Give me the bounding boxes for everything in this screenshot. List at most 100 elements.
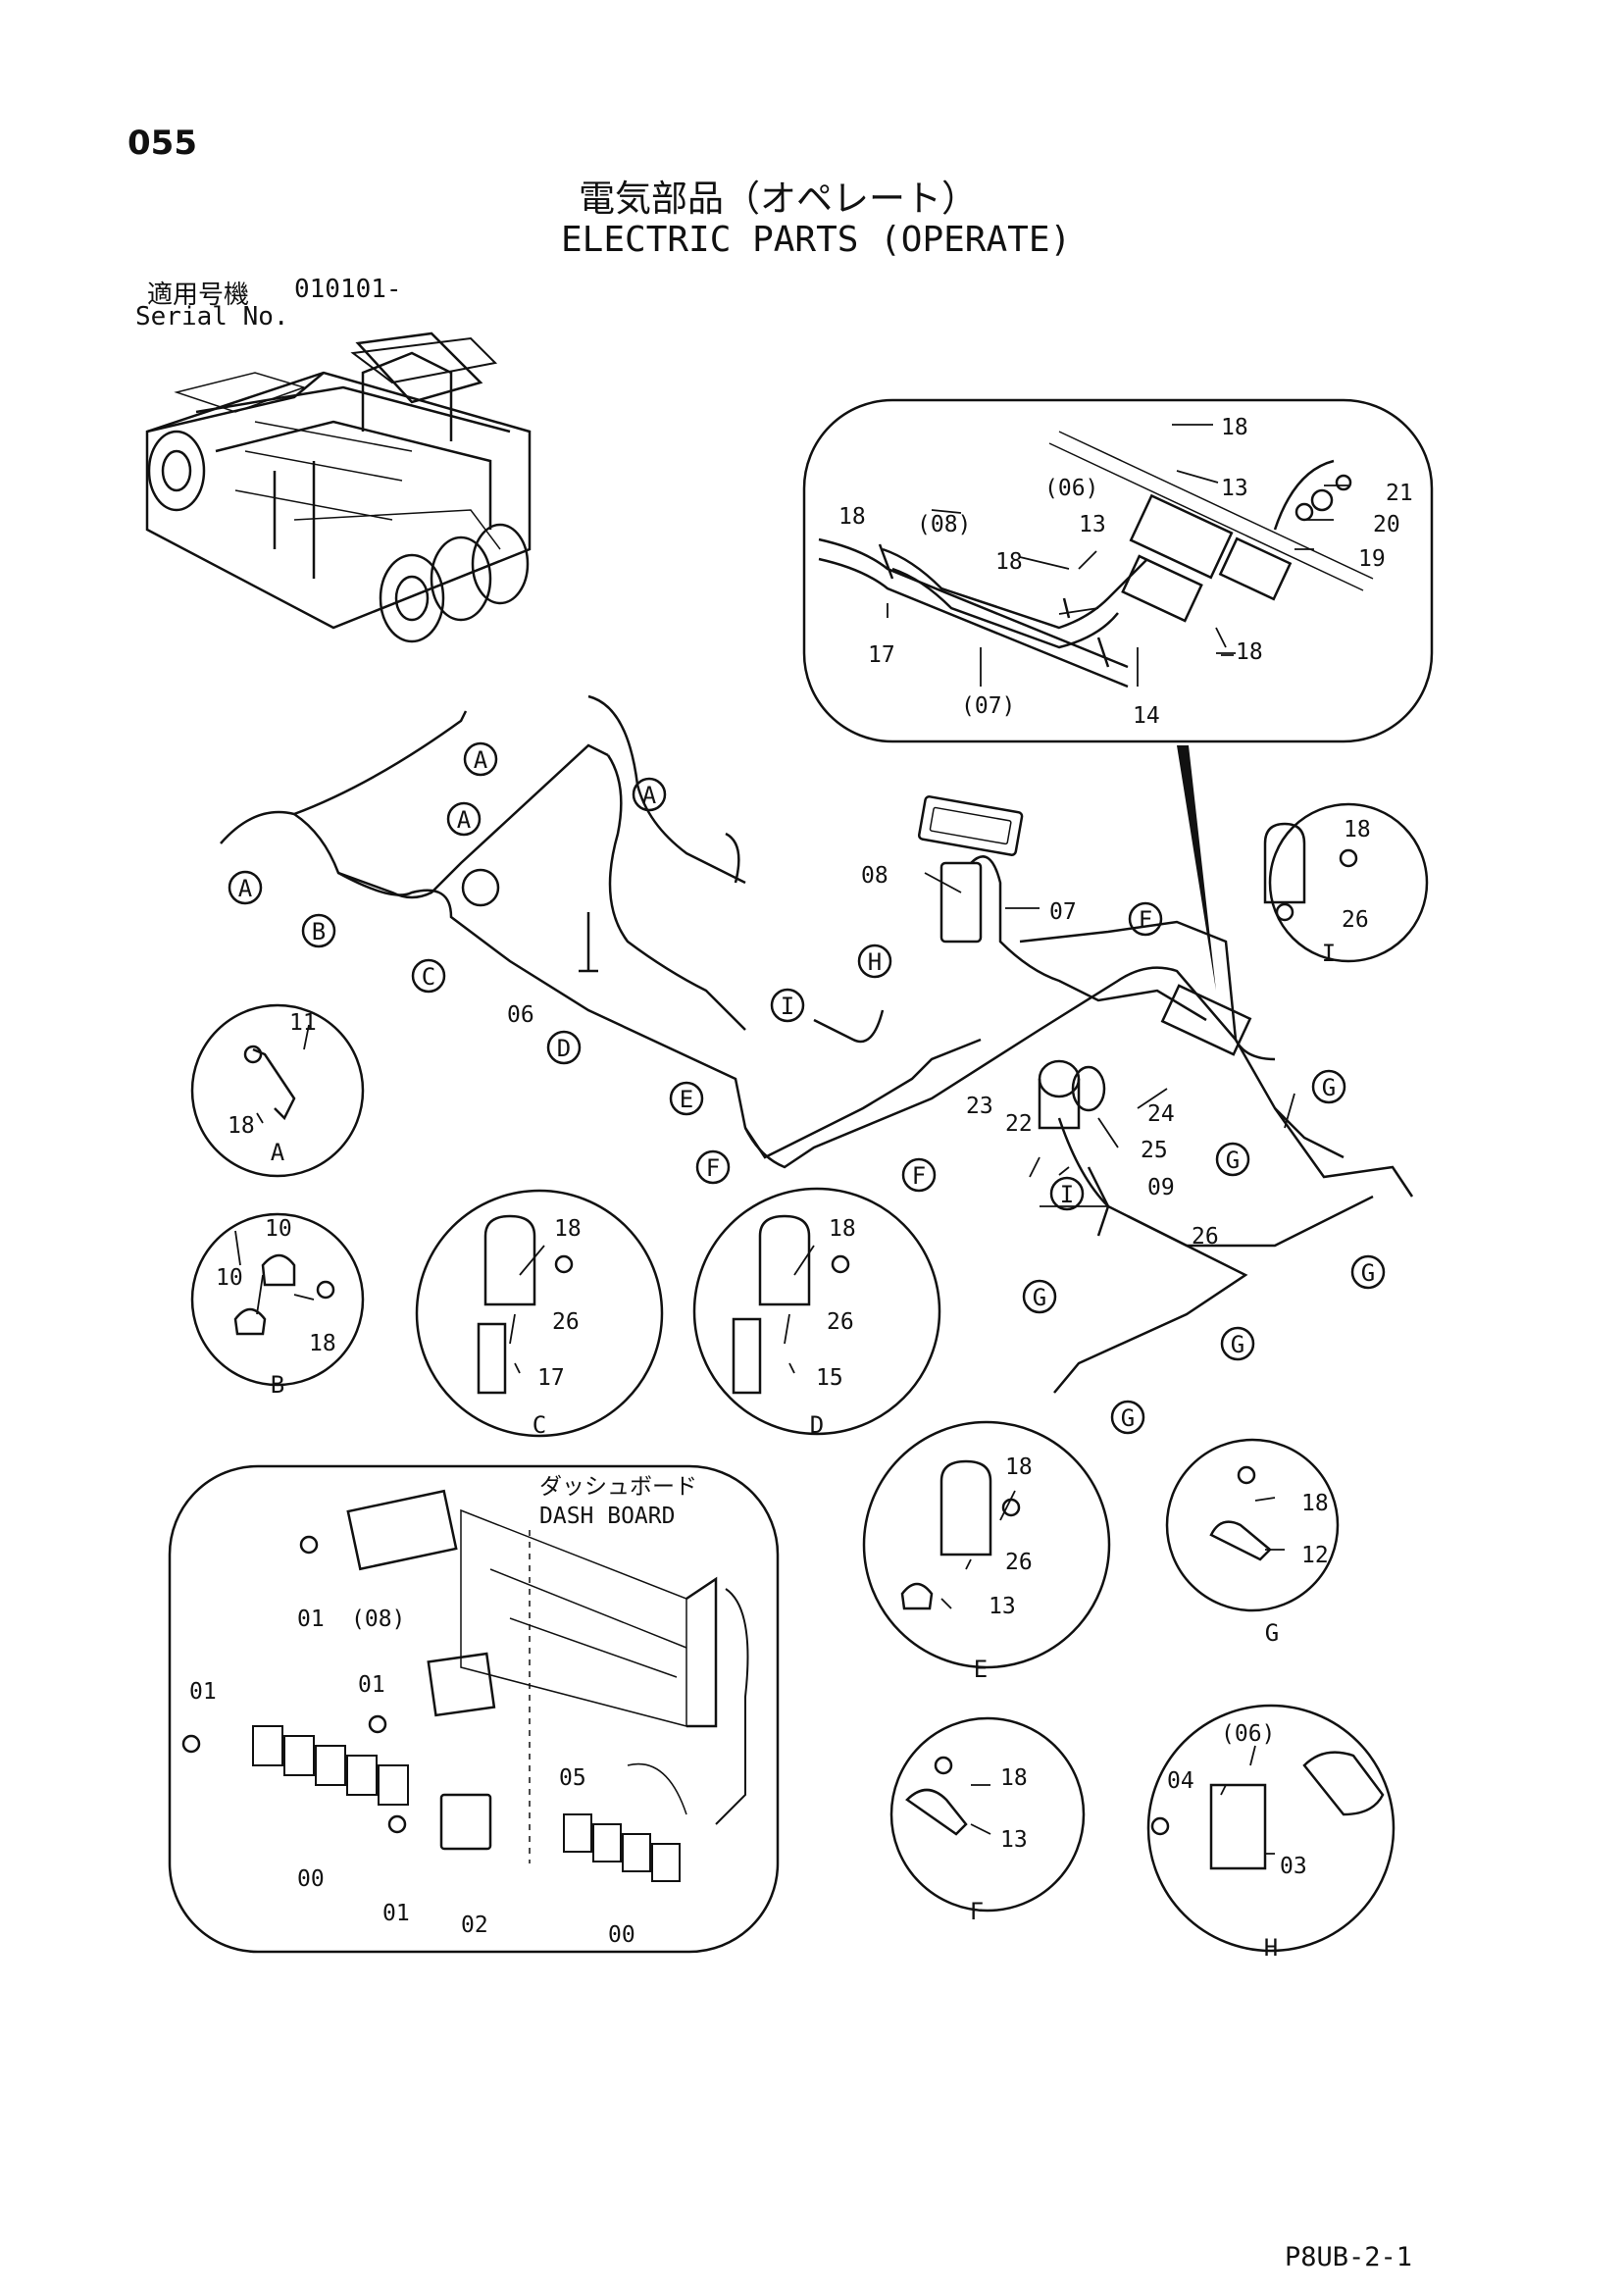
callout-01-top: 01: [297, 1607, 325, 1632]
callout-12: 12: [1301, 1543, 1329, 1568]
footer-code: P8UB-2-1: [1285, 2242, 1413, 2272]
callout-17-C: 17: [537, 1365, 565, 1391]
callout-18-E: 18: [1005, 1454, 1033, 1480]
ref-D: D: [557, 1035, 571, 1062]
serial-number-value: 010101-: [294, 275, 402, 304]
detail-circles: [190, 802, 1429, 1953]
callout-10-left: 10: [216, 1265, 243, 1291]
callout-08: 08: [861, 863, 888, 889]
callout-01-left: 01: [189, 1679, 217, 1705]
title-english: ELECTRIC PARTS (OPERATE): [561, 220, 1072, 260]
callout-00-right: 00: [608, 1922, 635, 1948]
callout-18-top: 18: [1221, 415, 1248, 440]
callout-19: 19: [1358, 546, 1386, 572]
reference-letters: A A A A B C D E F F F H I I G G G G G G: [228, 741, 1386, 1435]
callout-11: 11: [289, 1010, 317, 1036]
callout-07: 07: [1049, 899, 1077, 925]
callout-15: 15: [816, 1365, 843, 1391]
callout-18-I: 18: [1344, 817, 1371, 842]
ref-G-2: G: [1226, 1147, 1240, 1174]
callout-23: 23: [966, 1094, 993, 1119]
callout-03: 03: [1280, 1854, 1307, 1879]
callout-24: 24: [1147, 1101, 1175, 1127]
callout-06: 06: [507, 1002, 534, 1028]
dash-board-label-jp: ダッシュボード: [539, 1474, 697, 1500]
caption-G: G: [1265, 1619, 1279, 1647]
callout-26-E: 26: [1005, 1550, 1033, 1575]
callout-26-I: 26: [1342, 907, 1369, 933]
ref-E: E: [680, 1086, 693, 1113]
callout-18-B: 18: [309, 1331, 336, 1356]
callout-17-top: 17: [868, 642, 895, 668]
caption-I: I: [1322, 940, 1336, 967]
caption-C: C: [533, 1411, 546, 1439]
main-harness: [220, 694, 1414, 1394]
callout-18-right: 18: [1236, 639, 1263, 665]
callout-22: 22: [1005, 1111, 1033, 1137]
callout-01-bottom: 01: [382, 1901, 410, 1926]
page-number: 055: [127, 124, 197, 163]
callout-18-A: 18: [228, 1113, 255, 1139]
caption-F: F: [970, 1898, 984, 1925]
dash-board-label-en: DASH BOARD: [539, 1504, 675, 1529]
callout-p06: (06): [1044, 476, 1098, 501]
ref-I-1: I: [781, 993, 794, 1020]
ref-F-1: F: [706, 1154, 720, 1182]
caption-A: A: [271, 1139, 285, 1166]
detail-harness-clamps: [802, 398, 1434, 743]
callout-18-left: 18: [838, 504, 866, 530]
callout-13-mid: 13: [1079, 512, 1106, 537]
callout-26-D: 26: [827, 1309, 854, 1335]
caption-H: H: [1264, 1934, 1278, 1962]
callout-25: 25: [1141, 1138, 1168, 1163]
callout-18-F: 18: [1000, 1765, 1028, 1791]
leader-lines: [234, 424, 1348, 1855]
callout-13-top: 13: [1221, 476, 1248, 501]
callout-02: 02: [461, 1913, 488, 1938]
callout-26-main: 26: [1192, 1224, 1219, 1250]
callout-01-mid: 01: [358, 1672, 385, 1698]
callout-14: 14: [1133, 703, 1160, 729]
ref-B: B: [312, 918, 326, 945]
callout-labels: 18 (06) 13 18 (08) 13 18 21 20 19 18 17 …: [189, 415, 1413, 1948]
callout-18-C: 18: [554, 1216, 582, 1242]
ref-C: C: [422, 963, 435, 991]
callout-26-C: 26: [552, 1309, 580, 1335]
ref-G-6: G: [1121, 1404, 1135, 1432]
ref-A-1: A: [474, 746, 488, 774]
callout-00-left: 00: [297, 1866, 325, 1892]
caption-B: B: [271, 1371, 284, 1399]
title-japanese: 電気部品（オペレート）: [579, 178, 978, 220]
callout-10-top: 10: [265, 1216, 292, 1242]
ref-F-3: F: [1139, 906, 1152, 934]
ref-I-2: I: [1060, 1181, 1074, 1208]
callout-p08-top: (08): [917, 512, 971, 537]
ref-A-4: A: [238, 875, 253, 902]
ref-G-3: G: [1361, 1259, 1375, 1287]
callout-13-E: 13: [989, 1594, 1016, 1619]
ref-A-3: A: [457, 806, 472, 834]
callout-13-F: 13: [1000, 1827, 1028, 1853]
callout-20: 20: [1373, 512, 1400, 537]
callout-p08-dash: (08): [351, 1607, 405, 1632]
callout-18-mid: 18: [995, 549, 1023, 575]
caption-E: E: [974, 1656, 988, 1683]
callout-05: 05: [559, 1765, 586, 1791]
ref-G-4: G: [1033, 1284, 1046, 1311]
detail-dash-board: [168, 1464, 780, 1954]
ref-F-2: F: [912, 1162, 926, 1190]
ref-G-1: G: [1322, 1074, 1336, 1101]
ref-G-5: G: [1231, 1331, 1244, 1358]
ref-A-2: A: [642, 782, 657, 809]
callout-p07: (07): [961, 693, 1015, 719]
callout-18-D: 18: [829, 1216, 856, 1242]
caption-D: D: [810, 1411, 824, 1439]
callout-p06-H: (06): [1221, 1721, 1275, 1747]
callout-09: 09: [1147, 1175, 1175, 1200]
callout-04: 04: [1167, 1768, 1194, 1794]
serial-label-english: Serial No.: [135, 302, 289, 332]
serial-label-japanese: 適用号機: [147, 281, 250, 310]
callout-18-G: 18: [1301, 1491, 1329, 1516]
callout-21: 21: [1386, 481, 1413, 506]
